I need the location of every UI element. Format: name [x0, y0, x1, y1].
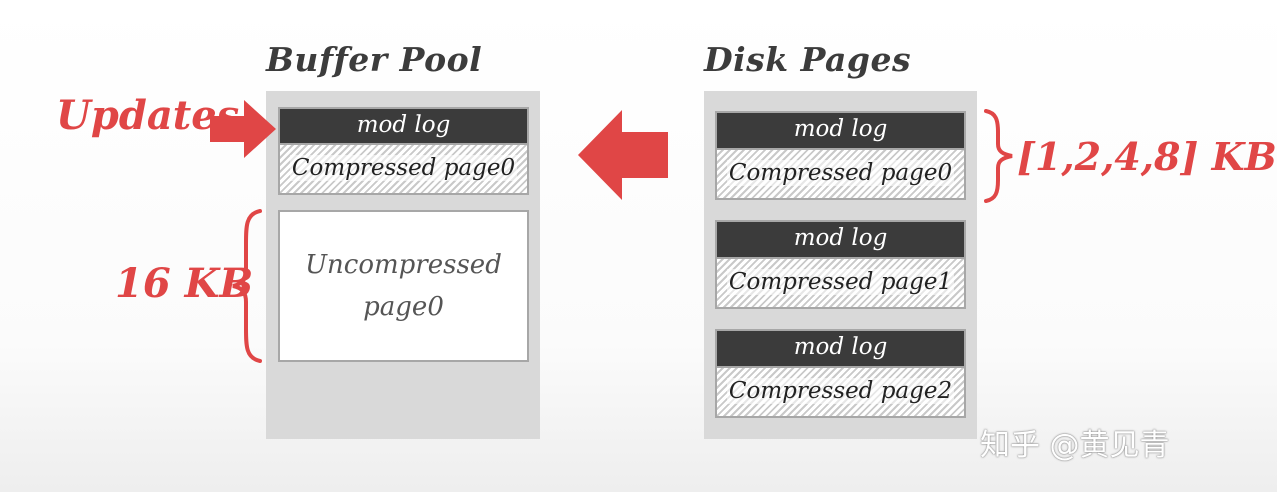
load-arrow-icon [578, 110, 668, 200]
right-curly-brace-icon [984, 109, 1013, 203]
disk-compressed-page-0: Compressed page0 [715, 150, 966, 200]
disk-mod-log-1: mod log [715, 220, 966, 259]
updates-arrow-icon [210, 100, 276, 158]
disk-compressed-page-2: Compressed page2 [715, 368, 966, 418]
buffer-compressed-page-label: Compressed page0 [289, 155, 518, 181]
watermark: 知乎 @黄见青 [980, 428, 1170, 463]
uncompressed-label-line1: Uncompressed [305, 250, 502, 280]
left-curly-brace-icon [232, 209, 262, 363]
disk-mod-log-0: mod log [715, 111, 966, 150]
disk-mod-log-2: mod log [715, 329, 966, 368]
disk-pages-title: Disk Pages [704, 40, 912, 79]
updates-label: Updates [56, 92, 240, 139]
buffer-pool-title: Buffer Pool [266, 40, 483, 79]
size-16kb-label: 16 KB [115, 260, 254, 307]
disk-compressed-page-0-label: Compressed page0 [726, 160, 955, 186]
buffer-mod-log: mod log [278, 107, 529, 145]
disk-compressed-page-2-label: Compressed page2 [726, 378, 955, 404]
disk-compressed-page-1: Compressed page1 [715, 259, 966, 309]
size-range-label: [1,2,4,8] KB [1017, 134, 1277, 179]
uncompressed-label-line2: page0 [363, 292, 444, 322]
buffer-compressed-page: Compressed page0 [278, 145, 529, 195]
uncompressed-page: Uncompressed page0 [278, 210, 529, 362]
disk-compressed-page-1-label: Compressed page1 [726, 269, 955, 295]
